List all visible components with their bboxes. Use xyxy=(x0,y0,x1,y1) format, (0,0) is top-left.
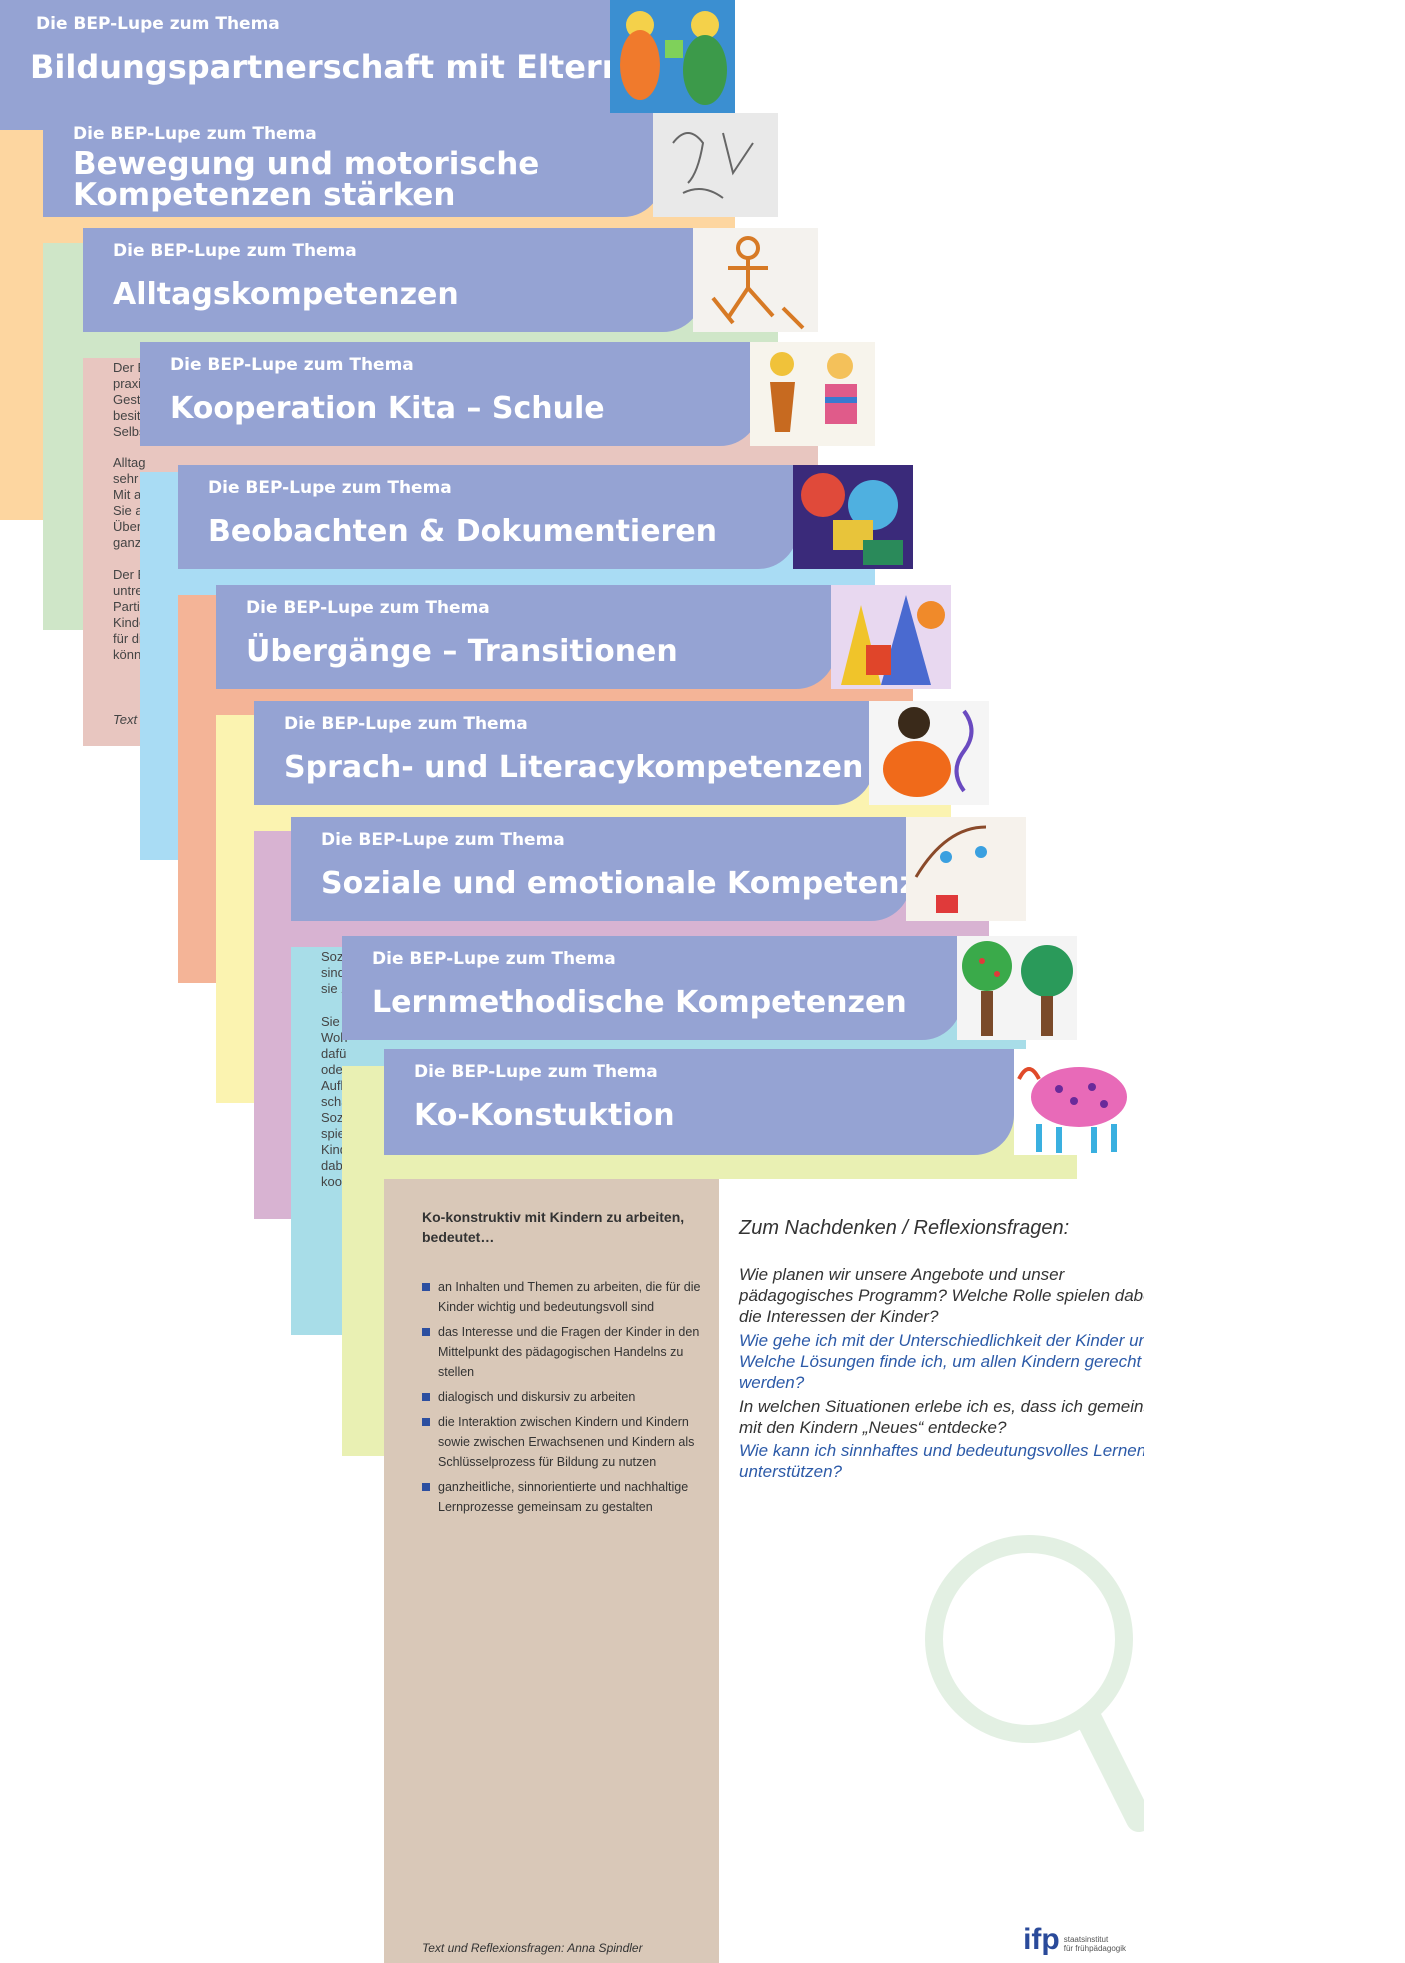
card-header xyxy=(140,342,760,446)
text-fragment: sie z xyxy=(321,981,348,996)
card-ko-konstruktion[interactable]: Die BEP-Lupe zum Thema Ko-Konstuktion Ko… xyxy=(384,1049,1144,1963)
card-header xyxy=(178,465,798,569)
text-fragment: Sozi xyxy=(321,1110,347,1125)
card-kicker: Die BEP-Lupe zum Thema xyxy=(208,478,452,498)
text-fragment: Woh xyxy=(321,1030,348,1045)
card-title: Lernmethodische Kompetenzen xyxy=(372,985,907,1020)
text-fragment: sehr v xyxy=(113,471,149,486)
card-kicker: Die BEP-Lupe zum Thema xyxy=(414,1062,658,1082)
child-drawing-image xyxy=(1014,1049,1144,1155)
text-fragment: spie xyxy=(321,1126,345,1141)
card-header xyxy=(216,585,836,689)
card-kicker: Die BEP-Lupe zum Thema xyxy=(246,598,490,618)
card-title: Alltagskompetenzen xyxy=(113,277,459,312)
card-title: Soziale und emotionale Kompetenzen xyxy=(321,866,959,901)
text-fragment: Der B xyxy=(113,360,147,375)
text-fragment: Mit al xyxy=(113,487,145,502)
child-drawing-image xyxy=(957,936,1077,1040)
card-title: Ko-Konstuktion xyxy=(414,1098,675,1133)
text-fragment: scha xyxy=(321,1094,349,1109)
bullet-icon xyxy=(422,1483,430,1491)
bullet-icon xyxy=(422,1393,430,1401)
text-fragment: ganzh xyxy=(113,535,149,550)
child-drawing-image xyxy=(793,465,913,569)
card-body-right xyxy=(719,1179,1144,1963)
card-title: Sprach- und Literacykompetenzen xyxy=(284,750,864,785)
child-drawing-image xyxy=(693,228,818,332)
text-fragment: Überg xyxy=(113,519,149,534)
text-fragment: ode xyxy=(321,1062,343,1077)
text-fragment: Gesta xyxy=(113,392,148,407)
reflection-question: Wie kann ich sinnhaftes und bedeutungsvo… xyxy=(739,1441,1144,1481)
text-fragment: Selbs xyxy=(113,424,146,439)
card-header xyxy=(43,113,663,217)
child-drawing-image xyxy=(906,817,1026,921)
text-fragment: sind xyxy=(321,965,345,980)
card-header xyxy=(254,701,874,805)
text-fragment: untre xyxy=(113,583,143,598)
card-header xyxy=(384,1049,1014,1155)
card-kicker: Die BEP-Lupe zum Thema xyxy=(36,14,280,34)
card-kicker: Die BEP-Lupe zum Thema xyxy=(372,949,616,969)
card-title: Übergänge – Transitionen xyxy=(246,634,678,669)
card-title: Bildungspartnerschaft mit Eltern xyxy=(30,48,625,86)
reflection-question: In welchen Situationen erlebe ich es, da… xyxy=(739,1397,1144,1437)
text-fragment: für di xyxy=(113,631,142,646)
logo-wordmark: ifp xyxy=(1023,1923,1060,1956)
text-fragment: Aufb xyxy=(321,1078,348,1093)
text-fragment: Der B xyxy=(113,567,147,582)
text-fragment: Sozi xyxy=(321,949,347,964)
text-fragment: könne xyxy=(113,647,149,662)
child-drawing-image xyxy=(869,701,989,805)
list-item: die Interaktion zwischen Kindern und Kin… xyxy=(422,1412,707,1472)
intro-text: Ko-konstruktiv mit Kindern zu arbeiten, … xyxy=(422,1209,685,1245)
card-kicker: Die BEP-Lupe zum Thema xyxy=(113,241,357,261)
logo-subtitle: staatsinstitut für frühpädagogik xyxy=(1063,1935,1126,1953)
bullet-list: an Inhalten und Themen zu arbeiten, die … xyxy=(422,1277,707,1522)
text-fragment: Sie al xyxy=(113,503,146,518)
text-fragment: Alltag xyxy=(113,455,146,470)
card-body-left xyxy=(384,1179,719,1963)
list-item: das Interesse und die Fragen der Kinder … xyxy=(422,1322,707,1382)
text-fragment: Kind xyxy=(321,1142,348,1157)
card-title: Beobachten & Dokumentieren xyxy=(208,514,718,549)
card-title: Bewegung und motorische Kompetenzen stär… xyxy=(73,146,540,213)
text-fragment: praxis xyxy=(113,376,148,391)
card-header xyxy=(0,0,620,130)
author-credit: Text und Reflexionsfragen: Anna Spindler xyxy=(422,1941,643,1955)
list-item: dialogisch und diskursiv zu arbeiten xyxy=(422,1387,707,1407)
child-drawing-image xyxy=(610,0,735,130)
bullet-icon xyxy=(422,1328,430,1336)
card-title: Kooperation Kita – Schule xyxy=(170,391,605,426)
list-item: ganzheitliche, sinnorientierte und nachh… xyxy=(422,1477,707,1517)
child-drawing-image xyxy=(750,342,875,446)
text-fragment: Partiz xyxy=(113,599,147,614)
text-fragment: dafü xyxy=(321,1046,347,1061)
ifp-logo: ifp staatsinstitut für frühpädagogik xyxy=(1023,1923,1126,1957)
text-fragment: besitz xyxy=(113,408,147,423)
text-fragment: Kinde xyxy=(113,615,147,630)
list-item: an Inhalten und Themen zu arbeiten, die … xyxy=(422,1277,707,1317)
bullet-icon xyxy=(422,1418,430,1426)
reflection-question: Wie gehe ich mit der Unterschiedlichkeit… xyxy=(739,1331,1144,1392)
card-kicker: Die BEP-Lupe zum Thema xyxy=(284,714,528,734)
card-kicker: Die BEP-Lupe zum Thema xyxy=(73,124,317,144)
reflection-title: Zum Nachdenken / Reflexionsfragen: xyxy=(739,1217,1070,1239)
card-header xyxy=(342,936,962,1040)
card-header xyxy=(291,817,911,921)
bullet-icon xyxy=(422,1283,430,1291)
card-header xyxy=(83,228,703,332)
card-kicker: Die BEP-Lupe zum Thema xyxy=(321,830,565,850)
child-drawing-image xyxy=(653,113,778,217)
child-drawing-image xyxy=(831,585,951,689)
reflection-question: Wie planen wir unsere Angebote und unser… xyxy=(739,1265,1144,1326)
magnifier-watermark-icon xyxy=(925,1535,1144,1832)
card-kicker: Die BEP-Lupe zum Thema xyxy=(170,355,414,375)
